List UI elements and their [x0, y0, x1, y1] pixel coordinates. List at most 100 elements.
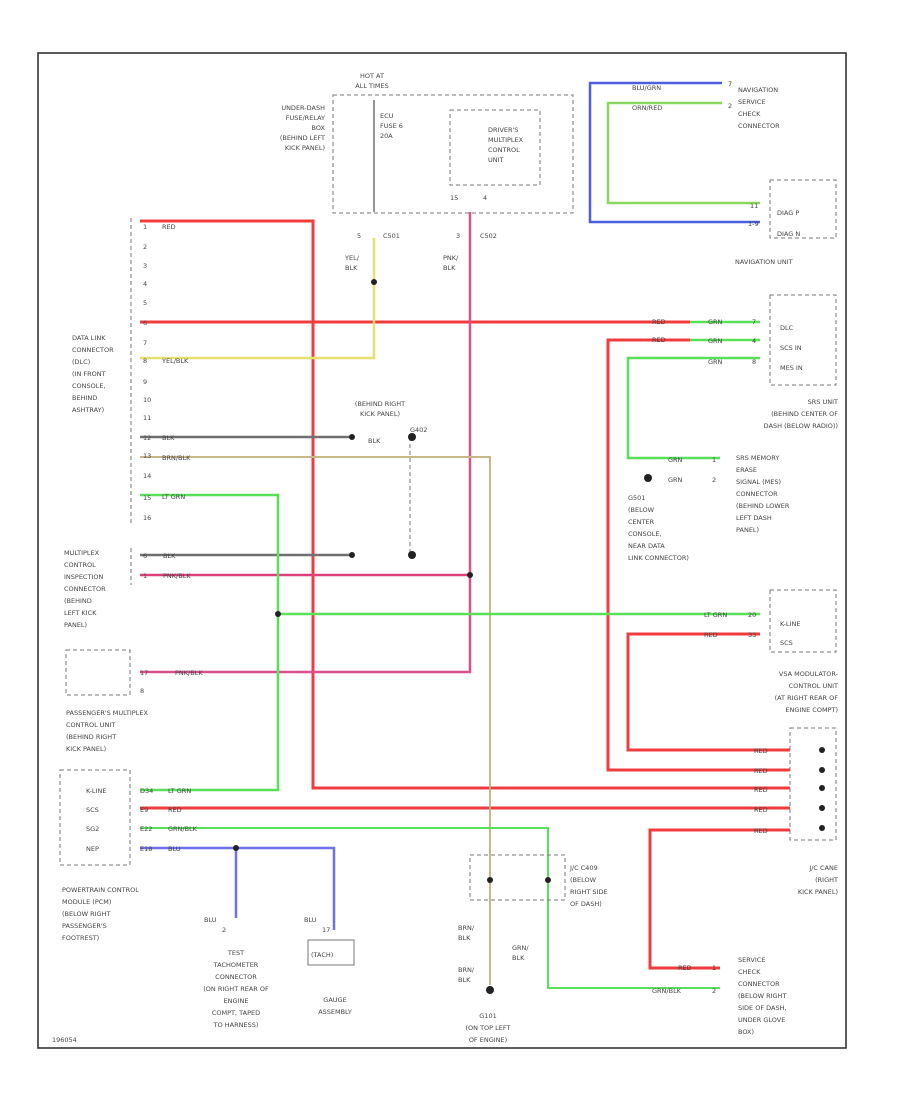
- label-dlc-pin-nums-13: 14: [143, 472, 151, 480]
- label-srs-wires-1: GRN: [708, 337, 723, 345]
- label-yel-blk-1: BLK: [345, 264, 358, 272]
- label-test-tach-4: ENGINE: [224, 997, 249, 1005]
- label-multiplex-inspection-2: INSPECTION: [64, 573, 103, 581]
- jc-cane-box: [789, 727, 837, 841]
- label-vsa-unit-2: (AT RIGHT REAR OF: [775, 694, 839, 702]
- label-gauge-wire-0: BLU: [304, 916, 317, 924]
- wire-red-srs: [606, 338, 790, 772]
- label-srs-pins-2: MES IN: [780, 364, 803, 372]
- label-srs-memory-pins-1: 2: [712, 476, 716, 484]
- wire-red-dlc1: [140, 219, 790, 790]
- label-service-check-6: BOX): [738, 1028, 754, 1036]
- label-vsa-unit-3: ENGINE COMPT): [785, 706, 838, 714]
- label-jc-right-reds-4: RED: [754, 827, 768, 835]
- label-vsa-unit-1: CONTROL UNIT: [789, 682, 838, 690]
- label-multiplex-inspection-0: MULTIPLEX: [64, 549, 100, 557]
- label-vsa-wires-0: LT GRN: [704, 611, 727, 619]
- label-dlc-pin-nums-14: 15: [143, 494, 151, 502]
- label-pcm-pins-2: SG2: [86, 825, 99, 833]
- label-dlc-pin-nums-7: 8: [143, 357, 147, 365]
- wires: [140, 81, 790, 989]
- wire-green-grnblk: [140, 827, 720, 989]
- label-dlc-pin-nums-11: 12: [143, 434, 151, 442]
- label-nav-unit-pin-top-1: 2: [728, 102, 732, 110]
- label-dlc-2: (DLC): [72, 358, 90, 366]
- label-jc-right-reds-0: RED: [754, 747, 768, 755]
- nav-unit-box: [769, 179, 837, 239]
- label-vsa-pin-nums-1: 33: [748, 631, 756, 639]
- label-multiplex-inspection-4: (BEHIND: [64, 597, 92, 605]
- label-dlc-pin-nums-6: 7: [143, 339, 147, 347]
- label-pcm-wires-0: LT GRN: [168, 787, 191, 795]
- label-mci-wires-1: PNK/BLK: [163, 572, 191, 580]
- label-pcm-3: PASSENGER'S: [62, 922, 107, 930]
- label-srs-memory-pins-0: 1: [712, 456, 716, 464]
- label-service-check-pins-0: 1: [712, 964, 716, 972]
- label-service-check-0: SERVICE: [738, 956, 765, 964]
- label-hot-at-all-times-1: ALL TIMES: [355, 82, 388, 90]
- label-footer-code: 196054: [52, 1036, 77, 1044]
- splice-c501: [371, 279, 377, 285]
- label-srs-red-left-1: RED: [652, 336, 666, 344]
- label-passenger-mcu-2: (BEHIND RIGHT: [66, 733, 116, 741]
- label-mcu-pins-0: 15: [450, 194, 458, 202]
- label-gauge-1: ASSEMBLY: [318, 1008, 352, 1016]
- pcm-box: [59, 769, 131, 866]
- label-srs-memory-erase-6: PANEL): [736, 526, 759, 534]
- label-dlc-pin-nums-4: 5: [143, 299, 147, 307]
- label-pcm-pin-nums-3: E18: [140, 845, 152, 853]
- label-multiplex-inspection-5: LEFT KICK: [64, 609, 97, 617]
- label-pcm-pins-1: SCS: [86, 806, 99, 814]
- label-service-check-3: (BELOW RIGHT: [738, 992, 786, 1000]
- label-nav-unit-pin-nums-1: 1-9: [748, 220, 759, 228]
- gauge-connector: [307, 939, 355, 966]
- label-test-tach-wire-1: 2: [222, 926, 226, 934]
- label-g501-1: (BELOW: [628, 506, 655, 514]
- jc-pin-5: [819, 825, 825, 831]
- label-dlc-pin-nums-0: 1: [143, 223, 147, 231]
- label-brn-blk-1-0: BRN/: [458, 924, 475, 932]
- label-vsa-wires-1: RED: [704, 631, 718, 639]
- ground-g101: [486, 986, 494, 994]
- label-srs-red-left-0: RED: [652, 318, 666, 326]
- label-srs-pins-0: DLC: [780, 324, 794, 332]
- label-g501-0: G501: [628, 494, 645, 502]
- label-behind-right-kick-1: KICK PANEL): [360, 410, 400, 418]
- label-dlc-3: (IN FRONT: [72, 370, 106, 378]
- label-jc-right-reds-1: RED: [754, 767, 768, 775]
- label-mci-pins-1: 1: [143, 572, 147, 580]
- wire-blue-nav: [588, 81, 760, 224]
- label-srs-wires-0: GRN: [708, 318, 723, 326]
- label-pnk-blk-1: BLK: [443, 264, 456, 272]
- label-drivers-mcu-1: MULTIPLEX: [488, 136, 524, 144]
- label-nav-unit-pin-nums-0: 11: [750, 202, 758, 210]
- label-underdash-fuse-box-3: (BEHIND LEFT: [280, 134, 325, 142]
- jc-pin-1: [819, 747, 825, 753]
- label-passenger-mcu-pin2: 8: [140, 687, 144, 695]
- label-pnk-blk-0: PNK/: [443, 254, 459, 262]
- label-jc-right-reds-3: RED: [754, 806, 768, 814]
- label-c501: C501: [383, 232, 400, 240]
- label-dlc-6: ASHTRAY): [72, 406, 104, 414]
- underdash-fusebox: [332, 94, 574, 214]
- label-pcm-4: FOOTREST): [62, 934, 99, 942]
- passenger-mcu-box: [65, 649, 131, 696]
- label-vsa-unit-0: VSA MODULATOR-: [779, 670, 839, 678]
- label-passenger-mcu-3: KICK PANEL): [66, 745, 106, 753]
- label-ecu-fuse-0: ECU: [380, 112, 394, 120]
- label-dlc-pin-nums-5: 6: [143, 319, 147, 327]
- label-dlc-pin-nums-2: 3: [143, 262, 147, 270]
- label-srs-memory-erase-2: SIGNAL (MES): [736, 478, 781, 486]
- label-drivers-mcu-2: CONTROL: [488, 146, 520, 154]
- label-dlc-wire-brn-blk: BRN/BLK: [162, 454, 191, 462]
- label-vsa-pins-0: K-LINE: [780, 620, 800, 628]
- label-brn-blk-2-1: BLK: [458, 976, 471, 984]
- label-dlc-pin-nums-12: 13: [143, 452, 151, 460]
- label-underdash-fuse-box-2: BOX: [312, 124, 326, 132]
- label-vsa-pin-nums-0: 20: [748, 611, 756, 619]
- label-dlc-pin-nums-1: 2: [143, 243, 147, 251]
- label-srs-memory-erase-5: LEFT DASH: [736, 514, 772, 522]
- label-jc-cane-0: J/C CANE: [808, 864, 838, 872]
